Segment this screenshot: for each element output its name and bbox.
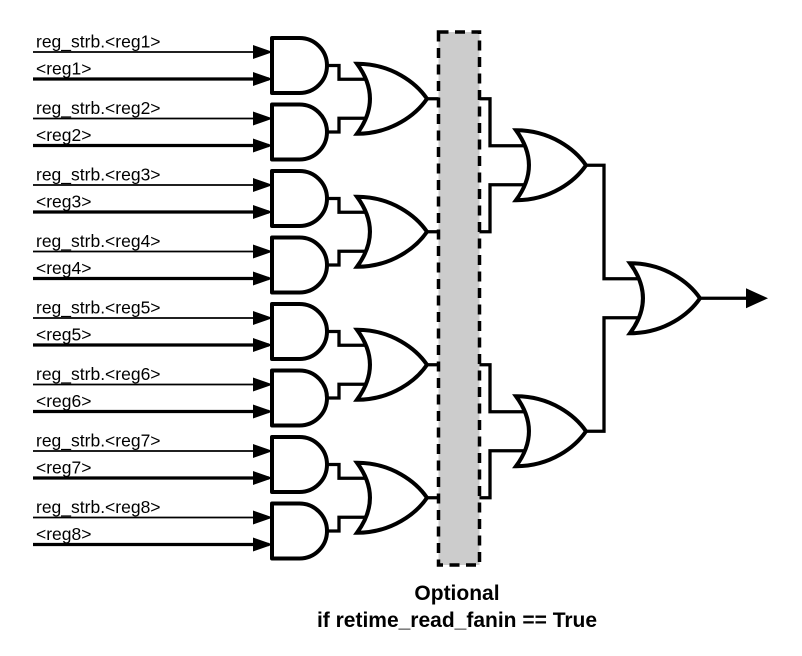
signal-label-reg-3: <reg3>: [36, 192, 91, 212]
optional-retime-box: [436, 30, 482, 567]
signal-label-reg-6: <reg6>: [36, 391, 91, 411]
input-arrowhead-reg-6: [253, 404, 273, 419]
input-arrowhead-strobe-4: [253, 244, 273, 259]
or-gate-stage3-1: [512, 128, 589, 203]
and-gate-1: [270, 36, 329, 95]
wire-and6-to-or3: [324, 382, 373, 400]
signal-label-strobe-1: reg_strb.<reg1>: [36, 32, 161, 53]
signal-label-strobe-2: reg_strb.<reg2>: [36, 98, 161, 119]
input-arrowhead-strobe-8: [253, 510, 273, 525]
input-arrowhead-strobe-3: [253, 178, 273, 192]
or-gate-stage2-2: [353, 194, 430, 269]
signal-label-strobe-6: reg_strb.<reg6>: [36, 364, 161, 385]
input-arrowhead-reg-4: [253, 271, 273, 286]
caption-line2: if retime_read_fanin == True: [317, 609, 597, 632]
signal-label-strobe-3: reg_strb.<reg3>: [36, 165, 161, 186]
wire-and3-to-or2: [324, 196, 373, 214]
wire-stage3-1-to-final: [583, 163, 646, 281]
wire-and4-to-or2: [324, 249, 373, 267]
or-gate-stage2-4: [353, 460, 430, 535]
signal-label-strobe-4: reg_strb.<reg4>: [36, 231, 161, 252]
signal-label-strobe-5: reg_strb.<reg5>: [36, 298, 161, 319]
and-gate-8: [270, 501, 329, 561]
and-gate-3: [270, 169, 329, 228]
signal-label-reg-5: <reg5>: [36, 325, 91, 345]
and-gate-2: [270, 102, 329, 162]
signal-label-reg-7: <reg7>: [36, 458, 91, 478]
output-arrowhead: [746, 288, 768, 309]
input-arrowhead-reg-1: [253, 72, 273, 86]
signal-label-reg-4: <reg4>: [36, 258, 91, 278]
wire-and5-to-or3: [324, 329, 373, 347]
signal-label-reg-2: <reg2>: [36, 125, 91, 145]
wire-and1-to-or1: [324, 63, 373, 81]
input-arrowhead-strobe-2: [253, 111, 273, 126]
signal-label-reg-8: <reg8>: [36, 524, 91, 544]
input-arrowhead-strobe-1: [253, 45, 273, 59]
and-gate-7: [270, 435, 329, 494]
or-gate-stage3-2: [512, 394, 589, 469]
input-arrowhead-strobe-5: [253, 311, 273, 325]
input-arrowhead-reg-5: [253, 338, 273, 352]
or-gate-final: [626, 261, 703, 336]
caption-line1: Optional: [414, 582, 499, 605]
or-gate-stage2-1: [353, 61, 430, 136]
and-gate-6: [270, 368, 329, 428]
input-arrowhead-reg-8: [253, 537, 273, 552]
input-arrowhead-strobe-7: [253, 444, 273, 458]
wire-and7-to-or4: [324, 462, 373, 480]
input-arrowhead-reg-7: [253, 471, 273, 485]
input-arrowhead-reg-3: [253, 205, 273, 219]
signal-label-strobe-8: reg_strb.<reg8>: [36, 497, 161, 518]
or-gate-stage2-3: [353, 327, 430, 402]
input-arrowhead-strobe-6: [253, 377, 273, 392]
wire-and8-to-or4: [324, 515, 373, 533]
wire-stage3-2-to-final: [583, 316, 646, 433]
signal-label-reg-1: <reg1>: [36, 59, 91, 79]
and-gate-5: [270, 302, 329, 361]
input-arrowhead-reg-2: [253, 138, 273, 153]
and-gate-4: [270, 235, 329, 295]
signal-label-strobe-7: reg_strb.<reg7>: [36, 431, 161, 452]
wire-and2-to-or1: [324, 116, 373, 134]
